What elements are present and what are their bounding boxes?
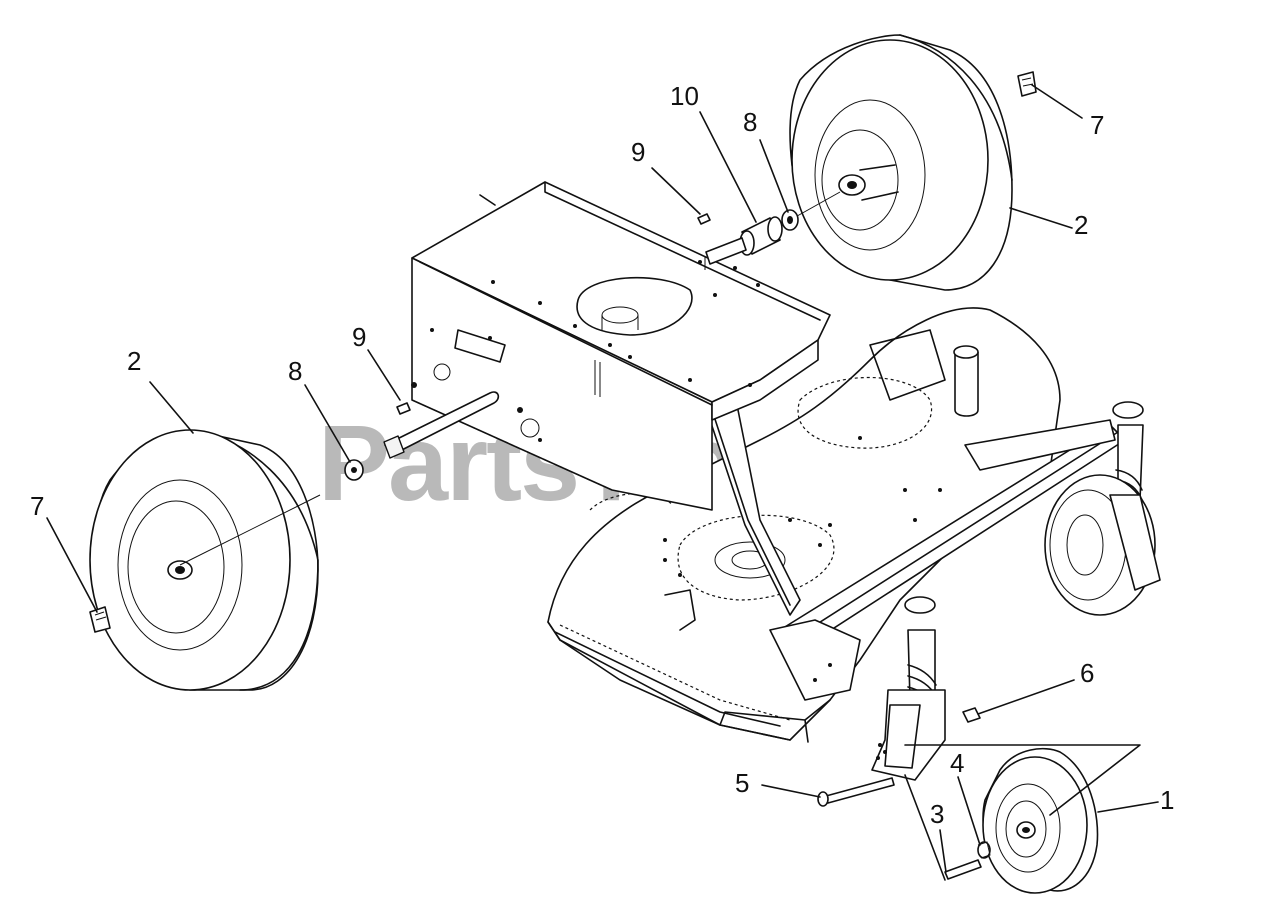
callout-5: 5 bbox=[735, 768, 749, 798]
callout-8-right: 8 bbox=[743, 107, 757, 137]
mower-deck bbox=[547, 307, 1061, 743]
callout-2-left-wheel: 2 bbox=[127, 346, 141, 376]
callout-6: 6 bbox=[1080, 658, 1094, 688]
callout-2-right-wheel: 2 bbox=[1074, 210, 1088, 240]
rear-wheel-left bbox=[89, 429, 321, 691]
callout-8-left: 8 bbox=[288, 356, 302, 386]
callout-7-right: 7 bbox=[1090, 110, 1104, 140]
callout-9-right: 9 bbox=[631, 137, 645, 167]
callout-9-left: 9 bbox=[352, 322, 366, 352]
leader-lines bbox=[46, 84, 1159, 881]
rear-wheel-right bbox=[789, 34, 1013, 291]
callout-3: 3 bbox=[930, 799, 944, 829]
callout-labels: 1 2 2 3 4 5 6 7 7 8 8 9 9 10 bbox=[30, 81, 1174, 829]
front-frame bbox=[769, 401, 1161, 781]
callout-4: 4 bbox=[950, 748, 964, 778]
callout-10: 10 bbox=[670, 81, 699, 111]
callout-1: 1 bbox=[1160, 785, 1174, 815]
small-parts bbox=[89, 71, 1037, 880]
callout-7-left: 7 bbox=[30, 491, 44, 521]
front-caster-wheel bbox=[982, 747, 1099, 894]
chassis-frame bbox=[383, 181, 831, 511]
